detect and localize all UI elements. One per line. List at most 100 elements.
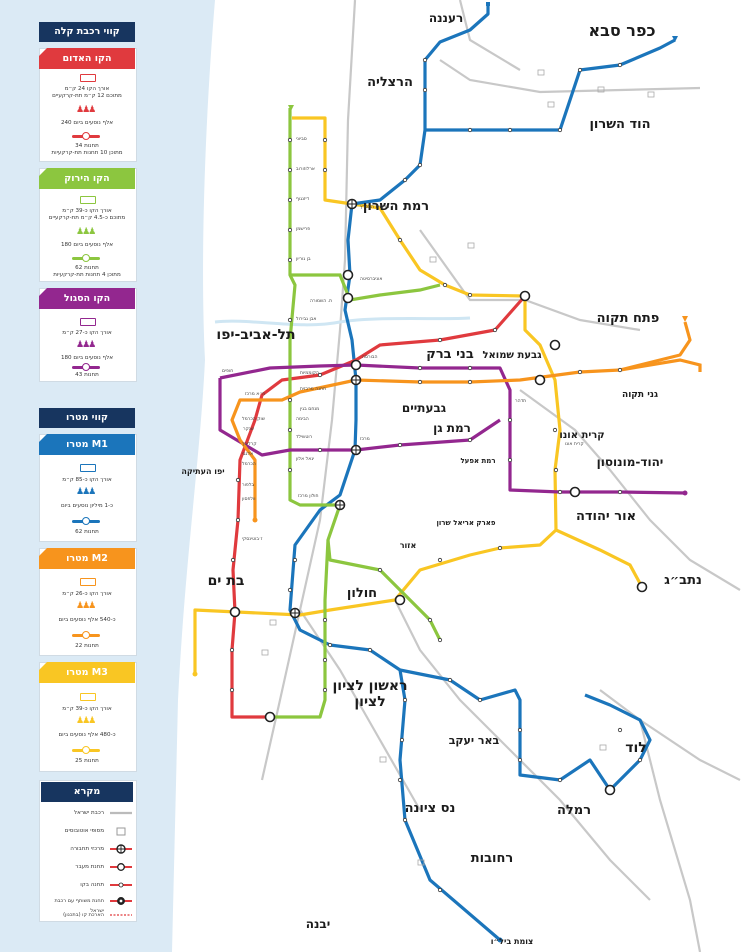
station-label: חופים: [222, 369, 233, 374]
station-label: הקוממיות: [300, 371, 319, 376]
stations-icon: [72, 631, 100, 639]
city-label: בני ברק: [426, 347, 474, 362]
station-label: ת. השמורה: [310, 299, 332, 304]
stations-icon: [72, 746, 100, 754]
station-label: תדהר: [515, 399, 526, 404]
m1-stations: 62 תחנות: [75, 529, 99, 535]
city-label: יבנה: [306, 917, 331, 931]
key-item: רכבת ישראל: [73, 810, 104, 816]
city-label: יהוד-מונוסון: [597, 455, 664, 469]
green-passengers: 180 אלף נוסעים ביום: [60, 242, 114, 248]
interchange-icon: [117, 863, 125, 871]
city-label: גני תקוה: [622, 390, 658, 400]
city-label: גבעת שמואל: [482, 350, 542, 361]
passengers-icon: ♟♟♟: [76, 716, 96, 726]
station-label: ארלוזורוב: [296, 166, 315, 172]
hub-crosses: [291, 200, 360, 617]
red-stations: 34 תחנות: [75, 143, 99, 149]
station-label: תחנה מרכזית: [300, 387, 326, 392]
station-label: סביוני: [296, 137, 307, 142]
station-label: חולון מרכז: [298, 493, 319, 499]
station-label: שנקר: [243, 427, 255, 432]
key-item: מסופי אוטובוסים: [64, 828, 104, 834]
city-label: ראשון לציון: [332, 678, 407, 694]
legend-sidebar: קווי רכבת קלה הקו האדום אורך הקו 24 ק״מ …: [0, 0, 172, 952]
station-label: בן גוריון: [296, 257, 311, 262]
terminus-markers: [192, 2, 688, 943]
red-length-sub: מתוכם 12 ק״מ תת-קרקעיים: [52, 93, 122, 99]
red-stations-sub: מתוכן 10 תחנות תת-קרקעיות: [51, 150, 123, 156]
city-labels: כפר סבא רעננה הרצליה הוד השרון רמת השרון…: [181, 11, 701, 946]
length-icon: [80, 578, 96, 586]
red-length: אורך הקו 24 ק״מ: [64, 86, 110, 92]
passengers-icon: ♟♟♟: [76, 601, 96, 611]
green-stations-sub: מתוכן 4 תחנות תת-קרקעיות: [53, 272, 121, 278]
line-m1-lod: [399, 668, 652, 792]
station-icon: [118, 882, 124, 888]
station-label: אבן גבירול: [296, 316, 316, 322]
green-length-sub: מתוכם כ-4.5 ק״מ תת-קרקעיים: [48, 215, 126, 221]
line-m1-hodhasharon: [425, 38, 676, 132]
purple-passengers: 180 אלף נוסעים ביום: [60, 355, 114, 361]
extra-city-label: לציון: [354, 694, 385, 710]
key-item: תחנה בקו: [80, 882, 104, 888]
city-label: צומת ביל״ו: [491, 937, 534, 946]
key-item: תחנת משותף עם רכבת ישראל: [54, 898, 105, 914]
station-label: מרכז: [360, 437, 370, 442]
key-item: תחנת מעבר: [75, 864, 104, 870]
lrt-section-title: קווי רכבת קלה: [39, 22, 135, 42]
city-label: גבעתיים: [402, 401, 447, 415]
purple-length: אורך הקו כ-27 ק״מ: [62, 330, 112, 336]
key-symbols: [110, 811, 132, 916]
station-labels: מרכזית המפרץ ת. השמורה חולון מרכז הקוממי…: [222, 137, 584, 542]
passengers-icon: ♟♟♟: [76, 105, 96, 115]
city-label: פתח תקוה: [597, 311, 660, 326]
station-label: רוטשילד: [296, 434, 313, 440]
m3-passengers: כ-480 אלף נוסעים ביום: [58, 732, 116, 738]
stations-icon: [72, 517, 100, 525]
line-green: [288, 108, 340, 507]
city-label: חולון: [347, 586, 377, 601]
m1-passengers: כ-1 מיליון נוסעים ביום: [61, 503, 113, 509]
station-label: אוניברסיטה: [360, 277, 382, 282]
station-label: הכרמל: [242, 461, 256, 467]
city-label: נתב״ג: [664, 573, 702, 588]
city-label: רמת השרון: [363, 199, 429, 214]
station-label: דיזנגוף: [296, 197, 310, 202]
sea-area: [172, 0, 215, 952]
passengers-icon: ♟♟♟: [76, 340, 96, 350]
station-label: פרישמן: [296, 227, 310, 232]
city-label: רמת גן: [433, 421, 471, 435]
m3-stations: 25 תחנות: [75, 758, 99, 764]
city-label: אור יהודה: [576, 509, 636, 524]
city-label: בת ים: [208, 573, 245, 589]
stations-icon: [72, 254, 100, 262]
city-label: קרית אונו: [559, 430, 604, 441]
passengers-icon: ♟♟♟: [76, 227, 96, 237]
m2-passengers: כ-540 אלף נוסעים ביום: [58, 617, 116, 623]
city-label: אזור: [400, 541, 417, 550]
line-green-rishon: [270, 539, 330, 719]
station-label: שוק הכרמל: [242, 416, 266, 422]
station-label: קרליבך: [242, 441, 257, 447]
line-m3-airport: [555, 528, 644, 588]
length-icon: [80, 693, 96, 701]
m2-length: אורך הקו כ-26 ק״מ: [62, 591, 112, 597]
yarkon-river: [214, 316, 471, 327]
line-m1: [288, 6, 502, 942]
station-label: מנחם בגין: [300, 407, 319, 412]
city-label: באר יעקב: [449, 734, 500, 747]
station-label: הבימה: [296, 417, 309, 422]
red-passengers: 240 אלף נוסעים ביום: [60, 120, 114, 126]
city-label: תל-אביב-יפו: [216, 327, 295, 343]
stations-icon: [72, 363, 100, 371]
city-label: רעננה: [429, 11, 463, 25]
m3-tab: מטרו M3: [39, 662, 135, 683]
key-title: מקרא: [41, 782, 133, 802]
station-label: ז׳בוטינסקי: [242, 537, 263, 542]
station-label: בלפור: [242, 482, 254, 488]
length-icon: [80, 74, 96, 82]
station-label: מרכזית המפרץ: [360, 205, 389, 210]
line-m2-east: [619, 358, 702, 372]
city-label: רמת אפעל: [460, 457, 495, 465]
